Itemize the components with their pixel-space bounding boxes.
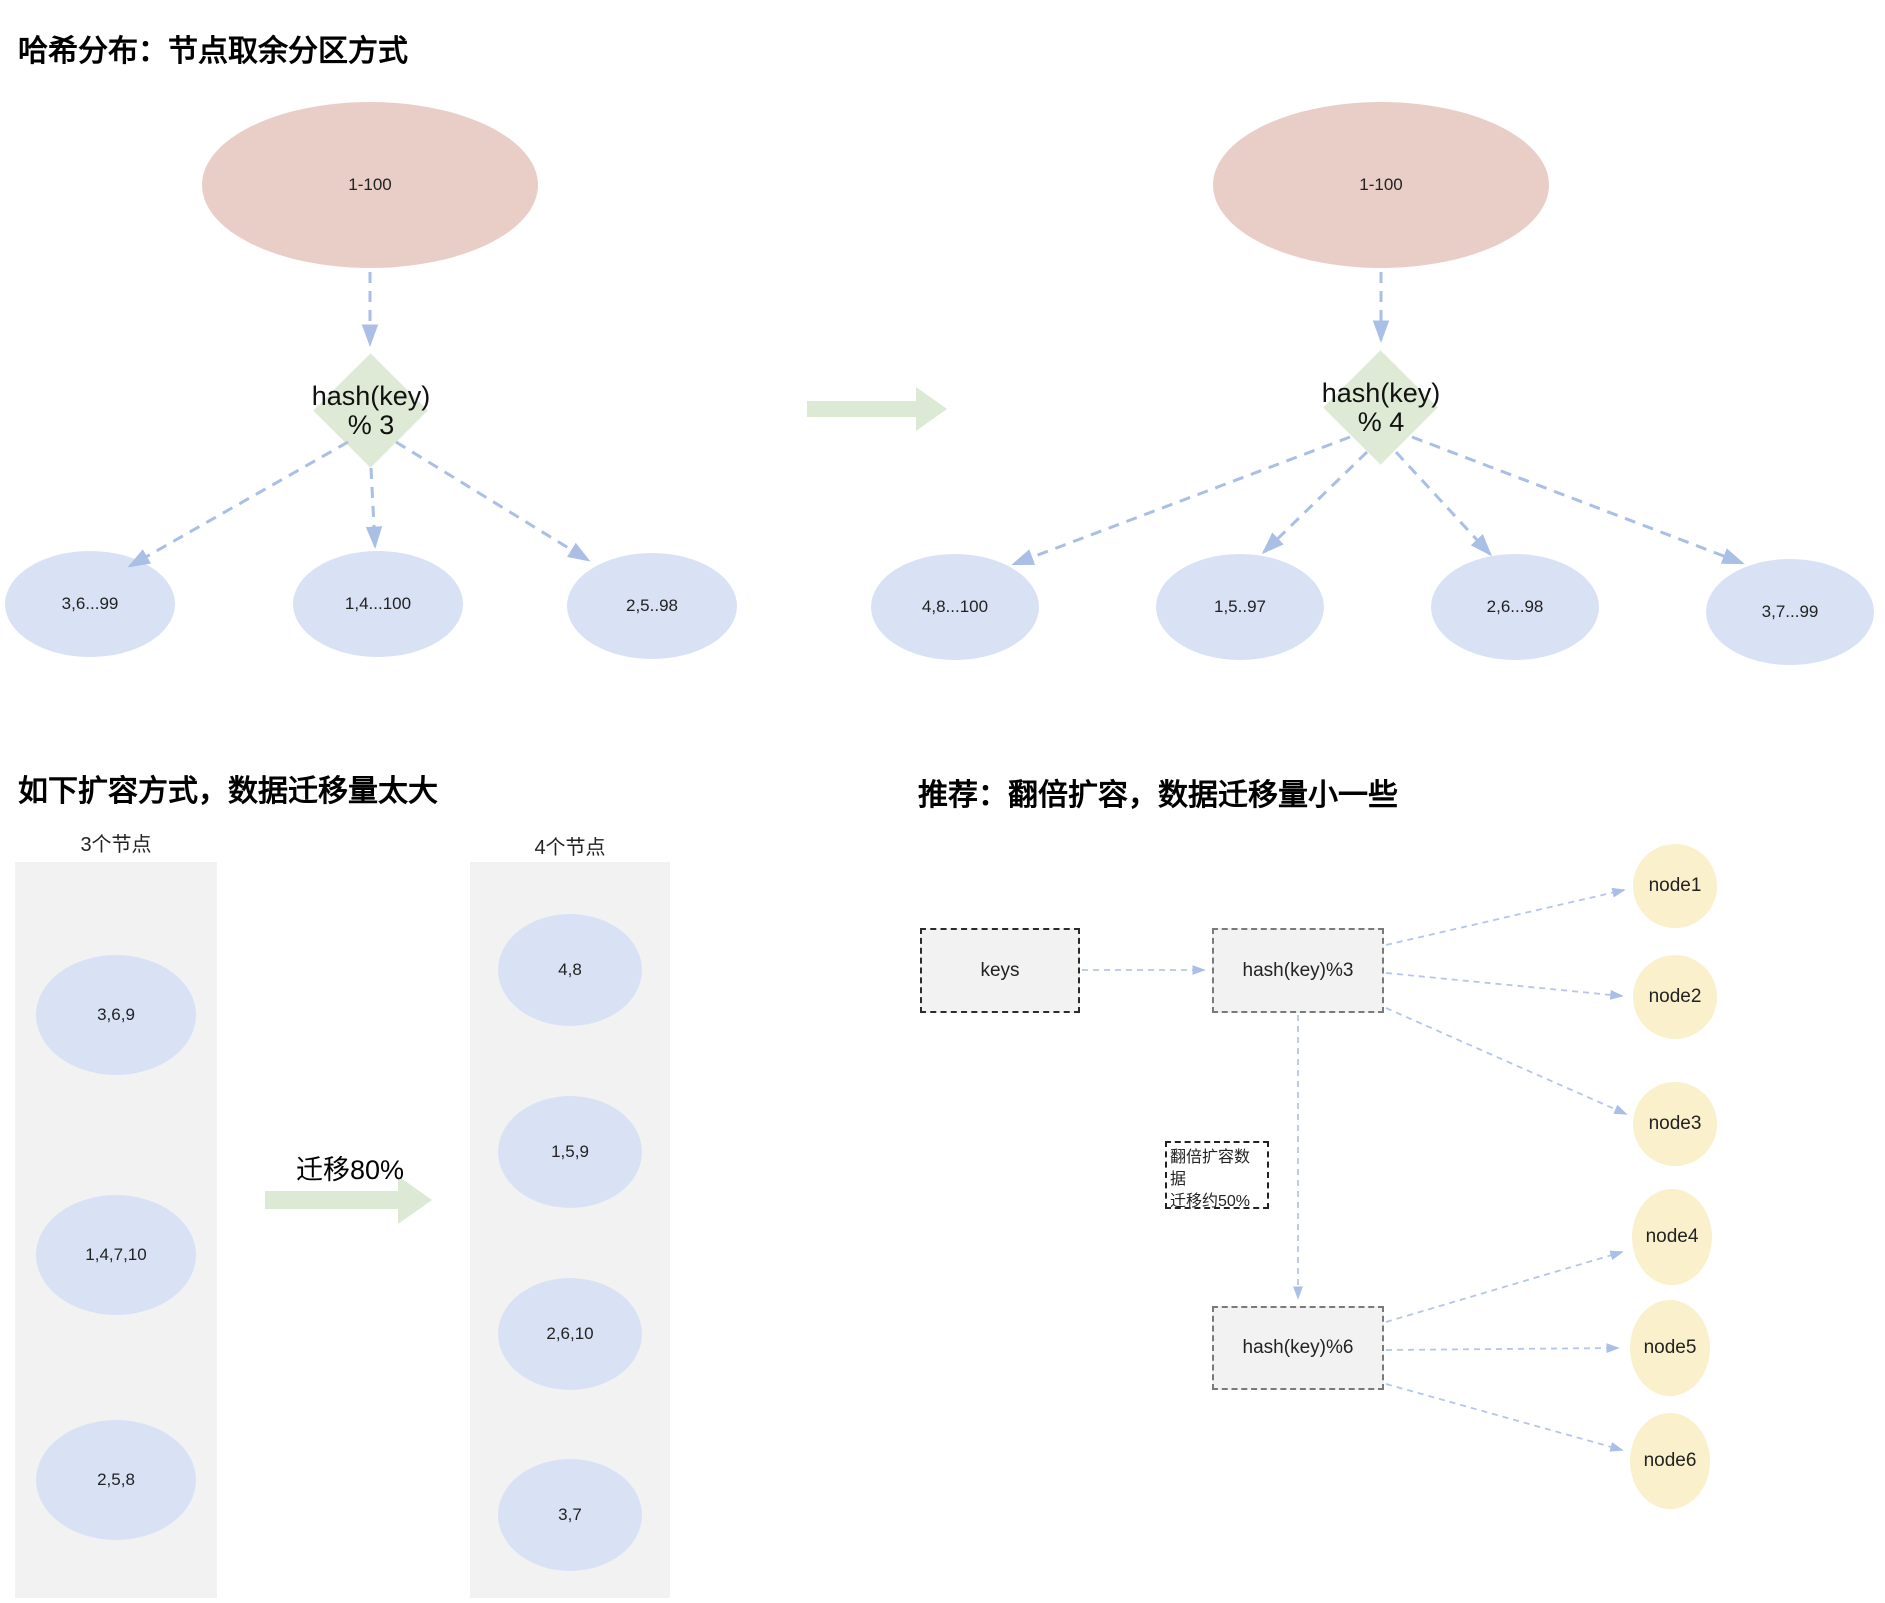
old-node-ellipse: 1,4,7,10 [36,1195,196,1315]
new-node-label: 1,5,9 [551,1142,589,1161]
node-label: node4 [1645,1226,1699,1247]
source-label: 1-100 [1359,175,1403,194]
old-node-label: 1,4,7,10 [85,1245,147,1264]
migration-note-box: 翻倍扩容数据 迁移约50% [1165,1141,1269,1210]
hash3-diamond-label: hash(key) % 3 [271,382,471,440]
three-nodes-label: 3个节点 [80,834,152,856]
hash4-line1: hash(key) [1321,378,1441,408]
partition-ellipse: 3,7...99 [1706,559,1874,665]
hash3-line2: % 3 [347,410,395,440]
new-node-label: 4,8 [558,960,582,979]
partition-label: 2,5..98 [626,596,678,615]
arrow-right-icon [807,387,947,431]
node-circle: node6 [1630,1413,1710,1509]
arrow-hash3-to-p3-icon [395,440,591,562]
arrow-hash3-to-node3-icon [1385,1007,1628,1115]
hash4-flow-arrows [1011,272,1745,566]
arrow-hash3-to-node1-icon [1385,887,1626,946]
hash4-diamond-label: hash(key) % 4 [1281,379,1481,437]
old-node-ellipse: 2,5,8 [36,1420,196,1540]
node-circle: node4 [1632,1189,1712,1285]
partition-label: 1,5..97 [1214,597,1266,616]
new-node-label: 2,6,10 [546,1324,594,1343]
node-label: node6 [1643,1450,1697,1471]
partition-ellipse: 1,4...100 [293,551,463,657]
keys-label: keys [980,959,1020,981]
node-circle: node3 [1633,1082,1717,1166]
source-label: 1-100 [348,175,392,194]
arrow-hash6-to-node6-icon [1385,1383,1624,1452]
partition-label: 4,8...100 [921,597,989,616]
hash3-box: hash(key)%3 [1212,928,1384,1013]
source-ellipse-right: 1-100 [1213,102,1549,268]
node-circle: node2 [1633,955,1717,1039]
node-label: node2 [1648,986,1702,1007]
arrow-hash4-to-p3-icon [1394,450,1493,557]
arrow-hash3-to-p1-icon [127,440,349,568]
old-node-label: 2,5,8 [97,1470,135,1489]
arrow-hash6-to-node4-icon [1385,1250,1624,1323]
partition-ellipse: 2,5..98 [567,553,737,659]
hash6-box-label: hash(key)%6 [1242,1337,1354,1358]
hash3-line1: hash(key) [311,381,431,411]
migration-arrow-icon [265,1176,432,1224]
node-label: node1 [1648,875,1702,896]
note-line1: 翻倍扩容数据 [1170,1149,1251,1188]
node-circle: node1 [1633,844,1717,928]
scale-up-title: 如下扩容方式，数据迁移量太大 [18,775,438,808]
node-label: node3 [1648,1113,1702,1134]
new-node-ellipse: 3,7 [498,1459,642,1571]
partition-label: 3,7...99 [1761,602,1819,621]
node-circle: node5 [1630,1300,1710,1396]
partition-ellipse: 4,8...100 [871,554,1039,660]
node-label: node5 [1643,1337,1697,1358]
partition-label: 2,6...98 [1486,597,1544,616]
note-line2: 迁移约50% [1170,1193,1251,1210]
partition-label: 3,6...99 [61,594,119,613]
recommended-title: 推荐：翻倍扩容，数据迁移量小一些 [918,779,1398,812]
new-node-label: 3,7 [558,1505,582,1524]
hash6-box: hash(key)%6 [1212,1306,1384,1390]
hash3-flow-arrows [127,272,591,568]
new-node-ellipse: 4,8 [498,914,642,1026]
partition-ellipse: 3,6...99 [5,551,175,657]
old-node-label: 3,6,9 [97,1005,135,1024]
arrow-hash4-to-p4-icon [1411,435,1745,565]
arrow-hash4-to-p1-icon [1011,435,1351,566]
arrow-hash3-to-p2-icon [365,467,383,549]
recommended-flow-lines [1082,887,1628,1452]
partition-label: 1,4...100 [344,594,412,613]
arrow-hash6-to-node5-icon [1385,1343,1620,1354]
hash3-box-label: hash(key)%3 [1242,959,1354,981]
four-nodes-label: 4个节点 [534,837,606,859]
source-ellipse-left: 1-100 [202,102,538,268]
old-node-ellipse: 3,6,9 [36,955,196,1075]
hash4-line2: % 4 [1357,407,1405,437]
keys-box: keys [920,928,1080,1013]
main-title: 哈希分布：节点取余分区方式 [18,35,408,68]
partition-ellipse: 1,5..97 [1156,554,1324,660]
partition-ellipse: 2,6...98 [1431,554,1599,660]
arrow-hash3-to-node2-icon [1385,972,1624,1000]
arrow-hash4-to-p2-icon [1261,450,1369,555]
new-node-ellipse: 1,5,9 [498,1096,642,1208]
migration-label: 迁移80% [295,1155,405,1185]
new-node-ellipse: 2,6,10 [498,1278,642,1390]
